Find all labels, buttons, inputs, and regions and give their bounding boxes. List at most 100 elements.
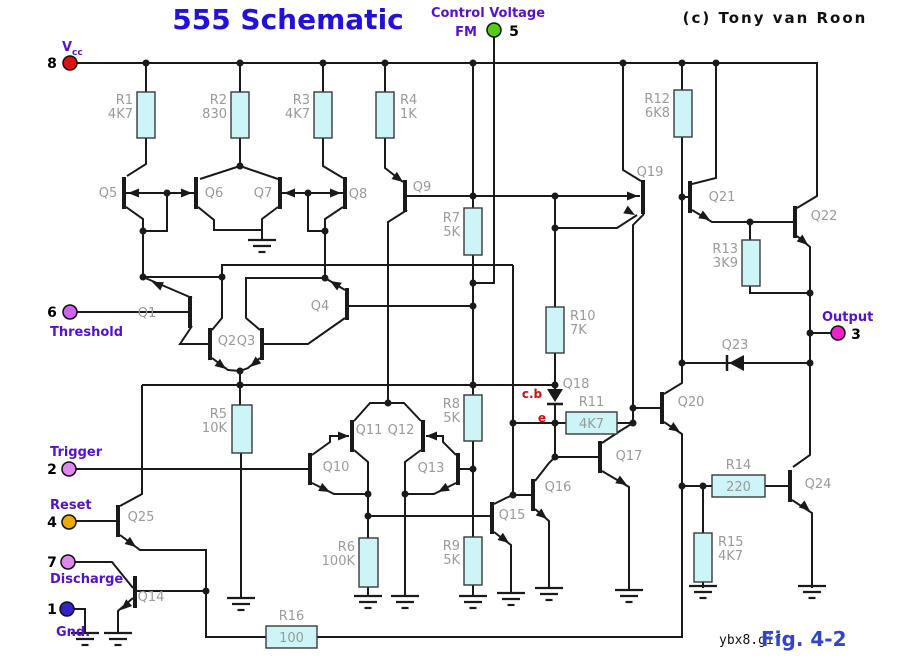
junction-dot (163, 189, 171, 197)
emitter-arrow-icon (338, 431, 349, 441)
label-Q24: Q24 (805, 477, 832, 492)
emitter-arrow-icon (426, 431, 437, 441)
label-R16: R16 (279, 609, 305, 624)
pin-2-trigger-label: 2 (47, 462, 57, 478)
resistor-R12 (673, 89, 693, 138)
value-R5: 10K (202, 421, 228, 436)
pin-8-vcc-label: cc (72, 48, 83, 58)
wire (211, 277, 223, 331)
junction-dot (469, 465, 477, 473)
value-R15: 4K7 (718, 549, 743, 564)
pin-2-trigger-label: Trigger (50, 445, 103, 460)
junction-dot (236, 59, 244, 67)
wire (261, 206, 279, 240)
pin-5-control-voltage-label: Control Voltage (431, 6, 545, 21)
pin-6-threshold (62, 304, 78, 320)
junction-dot (401, 490, 409, 498)
label-Q11: Q11 (356, 423, 383, 438)
emitter-arrow-icon (698, 210, 710, 220)
label-Q19: Q19 (637, 165, 664, 180)
junction-dot (139, 273, 147, 281)
resistor-R1 (136, 91, 156, 139)
wire (405, 482, 457, 495)
wire (311, 435, 349, 456)
emitter-arrow-icon (798, 500, 810, 511)
wire (197, 206, 262, 231)
label-Q9: Q9 (413, 180, 432, 195)
emitter-arrow-icon (796, 234, 808, 245)
junction-dot (469, 59, 477, 67)
wire (534, 456, 556, 482)
emitter-arrow-icon (121, 599, 133, 610)
page-title: 555 Schematic (172, 3, 404, 36)
pin-3-output-label: 3 (851, 327, 861, 343)
label-Q1: Q1 (138, 306, 157, 321)
label-R15: R15 (718, 535, 744, 550)
label-R11: R11 (579, 395, 605, 410)
wire (353, 402, 388, 422)
wire (493, 531, 512, 593)
wire (691, 63, 717, 185)
resistor-R16 (265, 625, 318, 649)
resistor-R6 (358, 537, 379, 588)
wire (384, 138, 404, 183)
diode-Q23 (729, 355, 744, 371)
label-Q16: Q16 (545, 480, 572, 495)
wire (125, 206, 144, 231)
emitter-arrow-icon (284, 188, 295, 198)
emitter-arrow-icon (391, 171, 403, 182)
junction-dot (678, 482, 686, 490)
diode-Q18 (547, 389, 563, 402)
emitter-arrow-icon (330, 281, 342, 291)
pin-3-output-label: Output (822, 310, 873, 325)
wire (311, 482, 368, 495)
wire (75, 561, 134, 589)
annotation-e: e (538, 411, 546, 425)
emitter-arrow-icon (623, 205, 635, 215)
junction-dot (236, 367, 244, 375)
value-R14: 220 (726, 480, 751, 495)
pin-5-control-voltage (486, 22, 502, 38)
resistor-R10 (545, 306, 565, 354)
label-Q25: Q25 (128, 510, 155, 525)
label-Q23: Q23 (722, 338, 749, 353)
label-R6: R6 (338, 540, 355, 555)
pin-4-reset (61, 514, 77, 530)
value-R12: 6K8 (645, 106, 670, 121)
label-Q10: Q10 (323, 460, 350, 475)
junction-dot (806, 289, 814, 297)
wire (792, 235, 811, 468)
wire (388, 402, 422, 422)
junction-dot (469, 192, 477, 200)
value-R11: 4K7 (579, 417, 604, 432)
resistor-R15 (693, 532, 713, 583)
label-Q2: Q2 (218, 334, 237, 349)
label-Q7: Q7 (254, 186, 273, 201)
junction-dot (469, 381, 477, 389)
wire (307, 193, 325, 232)
junction-dot (699, 482, 707, 490)
wire (126, 138, 147, 177)
wire (691, 209, 793, 223)
junction-dot (629, 404, 637, 412)
junction-dot (142, 59, 150, 67)
junction-dot (509, 491, 517, 499)
emitter-arrow-icon (214, 358, 226, 369)
wire (632, 213, 645, 423)
wire (143, 193, 168, 232)
resistor-R8 (463, 394, 483, 442)
pin-8-vcc (62, 55, 78, 71)
junction-dot (678, 193, 686, 201)
label-Q18: Q18 (563, 377, 590, 392)
junction-dot (321, 274, 329, 282)
value-R2: 830 (202, 107, 227, 122)
junction-dot (364, 512, 372, 520)
emitter-arrow-icon (318, 482, 330, 492)
pin-7-discharge-label: 7 (47, 555, 57, 571)
pin-1-gnd-label: 1 (47, 602, 57, 618)
pin-2-trigger (61, 461, 77, 477)
wire (199, 165, 241, 180)
emitter-arrow-icon (250, 356, 262, 367)
wire (534, 508, 550, 588)
